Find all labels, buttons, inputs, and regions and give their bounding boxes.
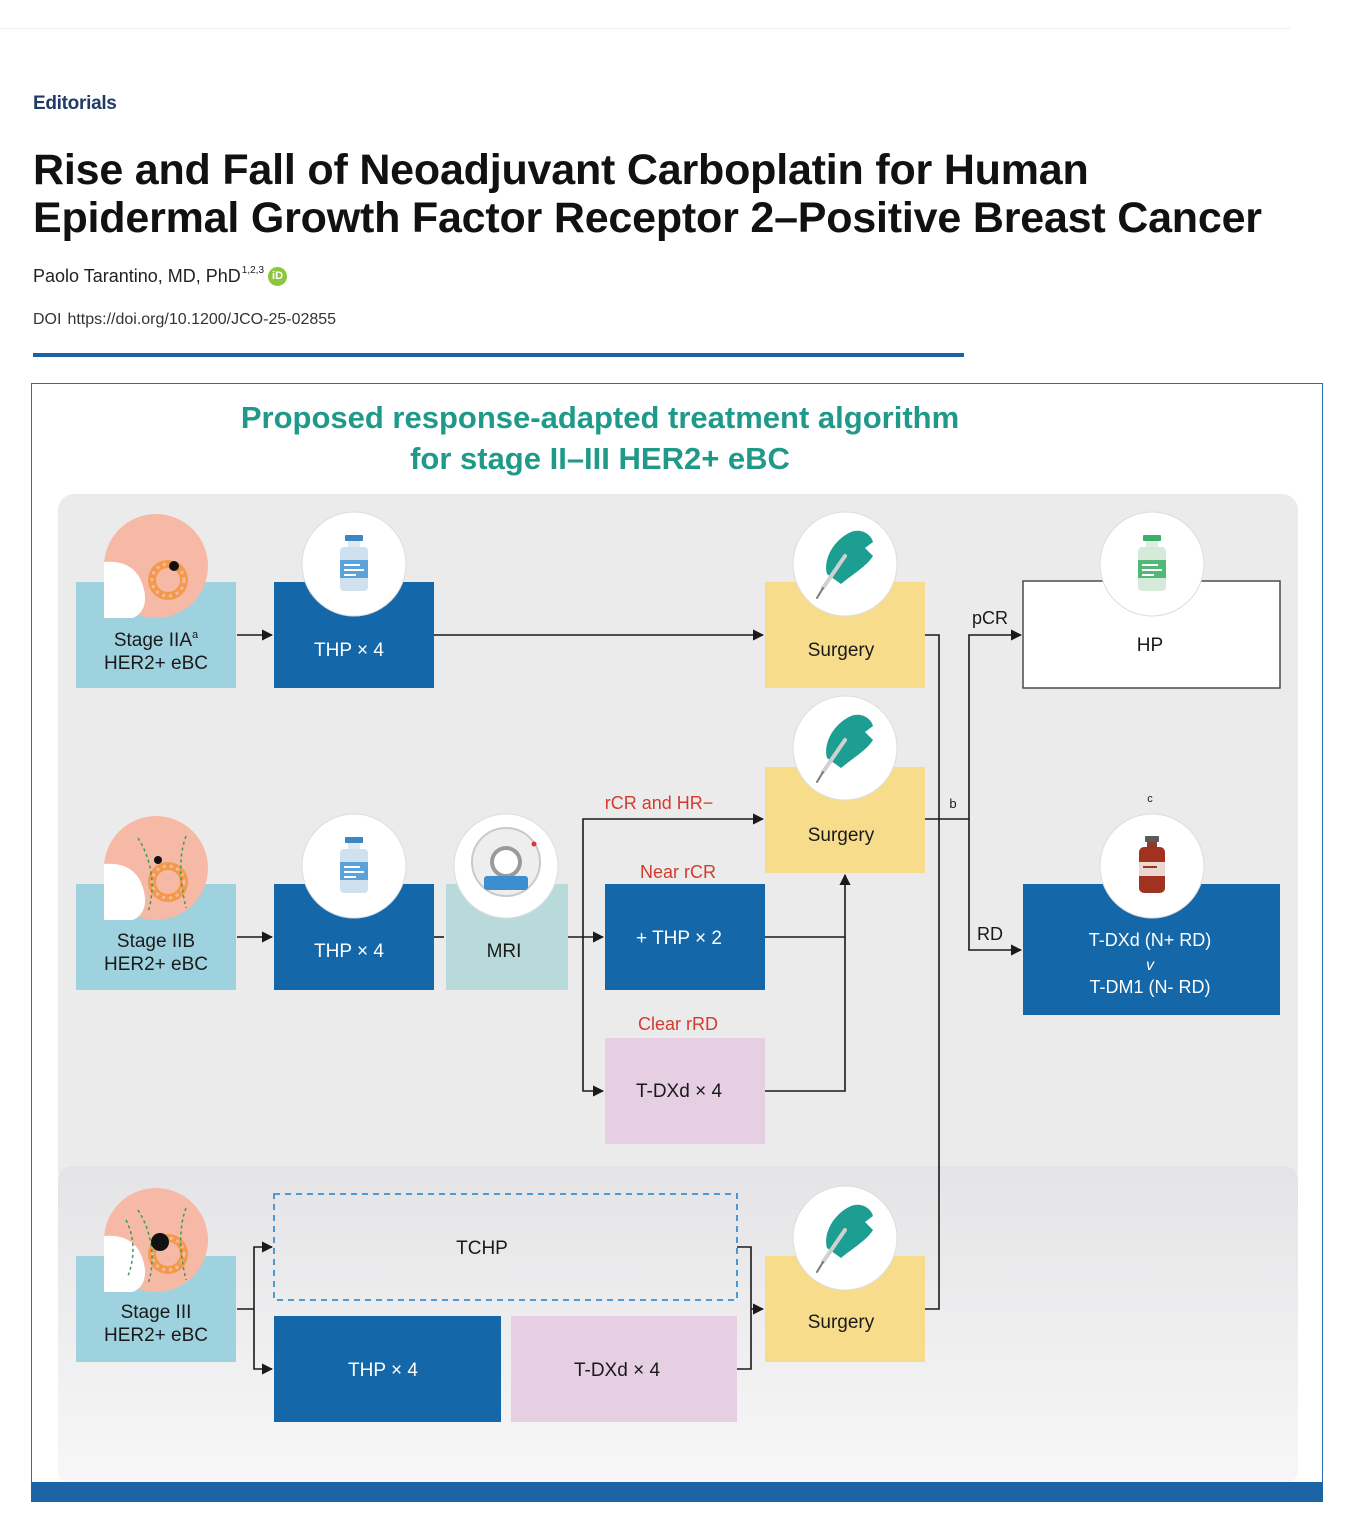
rd-label: RD bbox=[977, 924, 1003, 944]
near-rcr-label: Near rCR bbox=[640, 862, 716, 882]
breast-tumor-icon bbox=[102, 512, 210, 620]
surgery-row3-label: Surgery bbox=[808, 1312, 875, 1333]
thp-box-row3 bbox=[274, 1316, 501, 1422]
figure-title-line-1: Proposed response-adapted treatment algo… bbox=[241, 400, 959, 435]
stage-iib-label: Stage IIB bbox=[117, 931, 195, 952]
rd-line-3: T-DM1 (N- RD) bbox=[1090, 977, 1211, 997]
doi-label: DOI bbox=[33, 311, 62, 328]
stage-iii-label: Stage III bbox=[121, 1302, 192, 1323]
header-rule bbox=[33, 353, 964, 357]
stage-iii-her2: HER2+ eBC bbox=[104, 1325, 208, 1346]
rd-line-2: v bbox=[1146, 957, 1155, 974]
clear-rrd-box bbox=[605, 1038, 765, 1144]
footnote-b: b bbox=[949, 796, 956, 811]
tdxd-row3-label: T-DXd × 4 bbox=[574, 1360, 660, 1381]
surgery-row2-label: Surgery bbox=[808, 825, 875, 846]
figure-bottom-bar bbox=[31, 1482, 1323, 1502]
surgery-row1-label: Surgery bbox=[808, 640, 875, 661]
svg-text:Stage IIAa: Stage IIAa bbox=[114, 629, 199, 651]
footnote-c: c bbox=[1147, 793, 1153, 805]
author-affiliations: 1,2,3 bbox=[241, 265, 265, 276]
treatment-algorithm-diagram: Proposed response-adapted treatment algo… bbox=[58, 400, 1298, 1484]
near-rcr-box-label: + THP × 2 bbox=[636, 928, 722, 949]
stage-iia-label: Stage IIA bbox=[114, 630, 192, 651]
title-line-2: Epidermal Growth Factor Receptor 2–Posit… bbox=[33, 194, 1262, 242]
rcr-hr-neg-label: rCR and HR− bbox=[605, 793, 714, 813]
near-rcr-box bbox=[605, 884, 765, 990]
top-divider bbox=[0, 28, 1290, 29]
clear-rrd-box-label: T-DXd × 4 bbox=[636, 1081, 722, 1102]
pcr-label: pCR bbox=[972, 608, 1008, 628]
tchp-box bbox=[273, 1193, 738, 1301]
thp-row3-label: THP × 4 bbox=[348, 1360, 418, 1381]
tchp-label: TCHP bbox=[456, 1238, 508, 1259]
stage-iia-sup: a bbox=[192, 629, 199, 641]
doi-link[interactable]: https://doi.org/10.1200/JCO-25-02855 bbox=[67, 311, 337, 328]
thp-row1-label: THP × 4 bbox=[314, 640, 384, 661]
stage-iia-her2: HER2+ eBC bbox=[104, 653, 208, 674]
figure-title-line-2: for stage II–III HER2+ eBC bbox=[410, 441, 790, 476]
tdxd-box-row3 bbox=[511, 1316, 737, 1422]
section-label: Editorials bbox=[33, 93, 117, 114]
author-name[interactable]: Paolo Tarantino, MD, PhD bbox=[33, 266, 241, 286]
rd-line-1: T-DXd (N+ RD) bbox=[1089, 930, 1212, 950]
figure-frame: Proposed response-adapted treatment algo… bbox=[31, 383, 1323, 1485]
orcid-icon[interactable]: iD bbox=[268, 267, 288, 286]
article-title: Rise and Fall of Neoadjuvant Carboplatin… bbox=[33, 146, 1313, 242]
breast-tumor-icon bbox=[102, 1186, 210, 1294]
stage-iib-her2: HER2+ eBC bbox=[104, 954, 208, 975]
thp-row2-label: THP × 4 bbox=[314, 941, 384, 962]
title-line-1: Rise and Fall of Neoadjuvant Carboplatin… bbox=[33, 146, 1089, 194]
clear-rrd-label: Clear rRD bbox=[638, 1014, 718, 1034]
hp-label: HP bbox=[1137, 635, 1163, 656]
mri-label: MRI bbox=[487, 941, 522, 962]
breast-tumor-icon bbox=[102, 814, 210, 922]
doi-line: DOI https://doi.org/10.1200/JCO-25-02855 bbox=[33, 311, 336, 329]
